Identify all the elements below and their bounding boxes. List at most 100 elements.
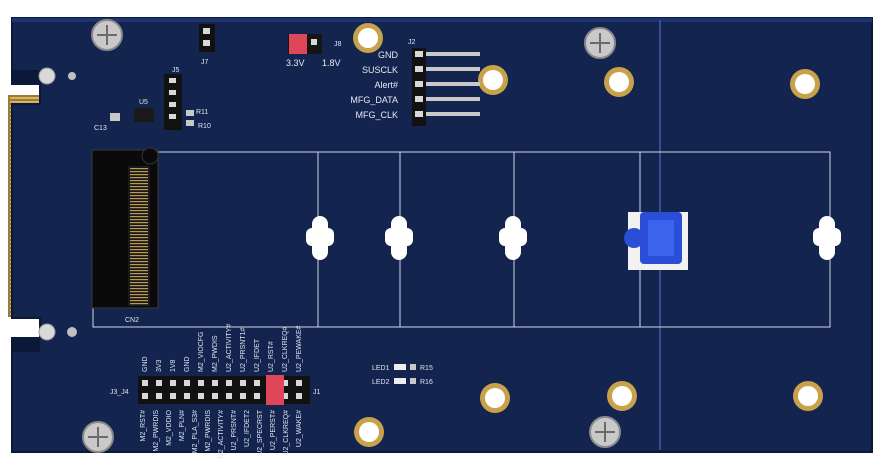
header-pin (142, 393, 148, 399)
pin-label: M2_PLN# (179, 410, 186, 441)
j7-header[interactable] (199, 24, 215, 52)
header-pin (184, 393, 190, 399)
header-pin (226, 380, 232, 386)
j8-label: J8 (334, 41, 342, 48)
pin-label: U2_SPECRST (257, 409, 264, 456)
slot-pin (130, 246, 148, 248)
gold-finger (10, 97, 44, 99)
header-pin (212, 380, 218, 386)
slot-pin (130, 294, 148, 296)
cn2-label: CN2 (125, 317, 139, 324)
header-pin (296, 393, 302, 399)
j2-pin-label: MFG_CLK (355, 110, 398, 120)
pin-label: U2_PERST# (270, 410, 277, 450)
slot-pin (130, 198, 148, 200)
slot-pin (130, 186, 148, 188)
header-pin (226, 393, 232, 399)
bottom-pin-header[interactable] (138, 375, 310, 405)
header-pin (170, 380, 176, 386)
slot-pin (130, 201, 148, 203)
slot-pin (130, 228, 148, 230)
mounting-holes (353, 23, 823, 447)
slot-pin (130, 264, 148, 266)
slot-pin (130, 279, 148, 281)
slot-pin (130, 231, 148, 233)
j7-label: J7 (201, 59, 209, 66)
pin-label: M2_VIOCFG (198, 332, 205, 372)
slot-pin (130, 249, 148, 251)
header-pin (240, 380, 246, 386)
j3-j4-label: J3_J4 (110, 389, 129, 396)
pin-label: U2_PEWAKE# (296, 325, 303, 372)
m2-slot-connector (91, 147, 159, 309)
slot-pin (130, 270, 148, 272)
slot-pin (130, 195, 148, 197)
edge-hole-top (38, 67, 56, 85)
r16-resistor (410, 378, 416, 384)
slot-pin (130, 240, 148, 242)
slot-pin (130, 273, 148, 275)
pin-label: M2_PWRDIS (205, 410, 212, 452)
header-pin (240, 393, 246, 399)
slot-pin (130, 222, 148, 224)
bottom-jumper[interactable] (266, 375, 284, 405)
pin-label: GND (184, 356, 191, 372)
slot-pin (130, 207, 148, 209)
pin-label: U2_ACTIVITY# (226, 324, 233, 372)
jumper-3v3-label: 3.3V (286, 58, 305, 68)
slot-pin (130, 210, 148, 212)
j2-pin-label: MFG_DATA (350, 95, 398, 105)
header-pin (296, 380, 302, 386)
slot-pin (130, 171, 148, 173)
slot-pin (130, 297, 148, 299)
slot-pin (130, 258, 148, 260)
slot-pin (130, 168, 148, 170)
header-pin (282, 393, 288, 399)
led1-label: LED1 (372, 365, 390, 372)
j2-pin-label: Alert# (374, 80, 398, 90)
header-pin (212, 393, 218, 399)
pin-label: M2_PWDIS (212, 335, 219, 372)
header-pin (170, 393, 176, 399)
u5-label: U5 (139, 99, 148, 106)
r15-resistor (410, 364, 416, 370)
j2-header[interactable] (412, 48, 480, 126)
pin-label: U2_WAKE# (296, 410, 303, 447)
r10-resistor (186, 120, 194, 126)
slot-pin (130, 276, 148, 278)
j2-pin-label: SUSCLK (362, 65, 398, 75)
slot-pin (130, 285, 148, 287)
j2-pin-label: GND (378, 50, 399, 60)
header-pin (184, 380, 190, 386)
led1 (394, 364, 406, 370)
j5-header[interactable] (164, 74, 182, 130)
pin-label: U2_ACTIVITY# (218, 410, 225, 458)
screw-icon (589, 416, 621, 448)
pin-label: 3V3 (156, 359, 163, 372)
j8-jumper[interactable] (288, 34, 322, 54)
slot-pin (130, 213, 148, 215)
j5-label: J5 (172, 67, 180, 74)
slot-pin (130, 261, 148, 263)
slot-pin (130, 237, 148, 239)
pin-label: U2_CLKREQ# (283, 410, 290, 456)
slot-pin (130, 216, 148, 218)
r16-label: R16 (420, 379, 433, 386)
led2-label: LED2 (372, 379, 390, 386)
screw-icon (91, 19, 123, 51)
c13-label: C13 (94, 125, 107, 132)
screw-icon (584, 27, 616, 59)
pin-label: 1V8 (170, 359, 177, 372)
header-pin (254, 393, 260, 399)
header-pin (282, 380, 288, 386)
slot-pin (130, 255, 148, 257)
pin-label: U2_IFDET (254, 338, 261, 372)
pin-label: U2_IFDET2 (244, 410, 251, 447)
slot-pin (130, 204, 148, 206)
pin-label: U2_PRSNT# (231, 410, 238, 451)
r10-label: R10 (198, 123, 211, 130)
blue-clip[interactable] (624, 212, 688, 270)
slot-pin (130, 225, 148, 227)
pin-label: U2_CLKREQ# (282, 326, 289, 372)
slot-pin (130, 243, 148, 245)
